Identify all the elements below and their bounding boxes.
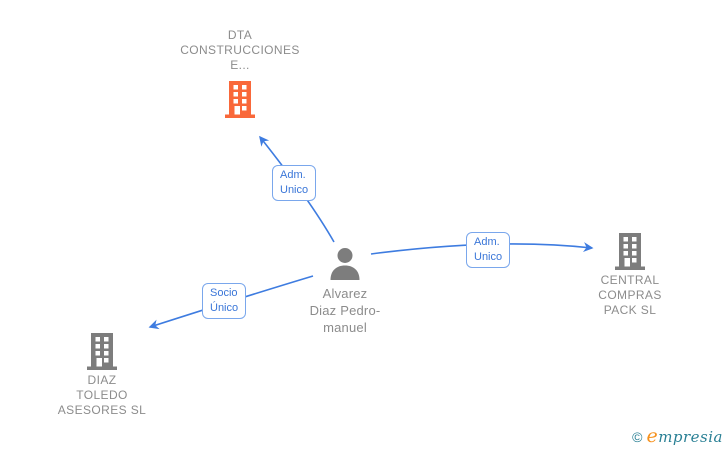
node-label-line: Diaz Pedro- [309,303,381,318]
node-label-line: DIAZ [87,373,117,387]
edge-label-line: Adm. [280,169,306,181]
node-dta-construcciones[interactable]: DTA CONSTRUCCIONES E... [155,28,325,118]
brand-name: empresia [646,425,723,447]
brand-rest: mpresia [658,428,723,446]
node-label-line: Alvarez [322,286,368,301]
node-diaz-toledo-asesores-sl[interactable]: DIAZ TOLEDO ASESORES SL [17,333,187,418]
building-icon [224,81,256,118]
node-label-line: PACK SL [603,303,657,317]
node-label-line: DTA [227,28,253,42]
node-label-line: CONSTRUCCIONES [180,43,300,57]
building-icon [86,333,118,370]
edge-label-line: Socio [210,287,238,299]
node-label-line: CENTRAL [600,273,660,287]
copyright-symbol: © [632,429,643,445]
edge-label-socio-unico: Socio Único [202,283,247,319]
edge-label-line: Único [210,301,239,314]
edge-label-line: Unico [280,183,309,196]
node-label-line: ASESORES SL [57,403,147,417]
empresia-logo[interactable]: © empresia [632,425,723,447]
brand-first-letter: e [646,425,659,447]
person-icon [327,246,363,282]
building-icon [614,233,646,270]
edge-label-adm-unico-top: Adm. Unico [272,165,317,201]
node-central-compras-pack-sl[interactable]: CENTRAL COMPRAS PACK SL [545,233,715,318]
node-label-line: TOLEDO [76,388,128,402]
node-label-line: manuel [323,320,367,335]
node-label-line: COMPRAS [598,288,662,302]
edge-label-line: Unico [474,250,503,263]
node-label-line: E... [230,58,250,72]
node-alvarez-diaz-pedro-manuel[interactable]: Alvarez Diaz Pedro- manuel [260,246,430,336]
edge-label-line: Adm. [474,236,500,248]
edge-label-adm-unico-right: Adm. Unico [466,232,511,268]
